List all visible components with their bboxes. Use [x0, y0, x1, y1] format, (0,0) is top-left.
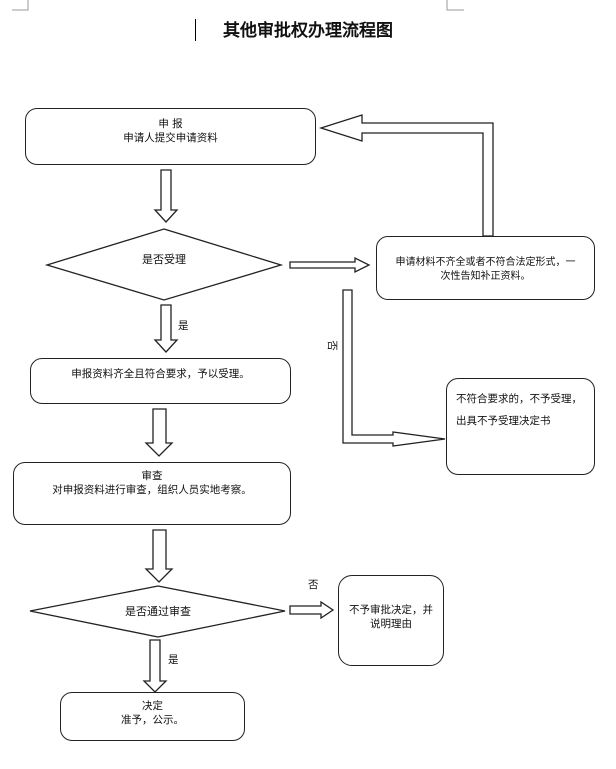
node-apply-text: 申请人提交申请资料 [123, 132, 218, 144]
node-rejected-accept-line-2: 出具不予受理决定书 [456, 415, 551, 427]
node-deny-line-1: 不予审批决定，并 [349, 604, 433, 616]
node-decision: 决定 准予，公示。 [60, 692, 245, 741]
arrow-apply-to-accept [153, 169, 179, 223]
edge-label-accept-yes: 是 [178, 320, 189, 332]
accept-decision-diamond [44, 228, 284, 301]
corner-mark-right [446, 0, 464, 11]
accept-decision-label: 是否受理 [142, 253, 186, 266]
node-rejected-accept: 不符合要求的，不予受理， 出具不予受理决定书 [446, 378, 595, 475]
node-review: 审查 对申报资料进行审查，组织人员实地考察。 [13, 462, 291, 525]
node-rejected-accept-line-1: 不符合要求的，不予受理， [456, 393, 582, 405]
page-corner-marks [12, 0, 464, 11]
arrow-review-yes [142, 639, 168, 693]
node-supplement-line-2: 次性告知补正资料。 [440, 271, 531, 282]
node-review-text: 对申报资料进行审查，组织人员实地考察。 [52, 484, 252, 496]
node-deny: 不予审批决定，并 说明理由 [338, 575, 444, 666]
corner-mark-left [12, 0, 29, 11]
node-deny-line-2: 说明理由 [370, 618, 412, 630]
node-accepted-text: 申报资料齐全且符合要求，予以受理。 [71, 368, 250, 380]
review-decision-diamond [29, 585, 286, 638]
arrow-accept-yes [153, 304, 179, 353]
node-accepted: 申报资料齐全且符合要求，予以受理。 [30, 358, 291, 404]
node-decision-heading: 决定 [142, 700, 163, 712]
node-apply: 申 报 申请人提交申请资料 [25, 108, 316, 165]
page-title: 其他审批权办理流程图 [223, 21, 393, 41]
review-decision-label: 是否通过审查 [125, 605, 191, 618]
node-supplement: 申请材料不齐全或者不符合法定形式，一 次性告知补正资料。 [376, 236, 595, 300]
edge-label-review-yes: 是 [168, 654, 179, 666]
arrow-review-no [289, 600, 335, 620]
node-apply-heading: 申 报 [158, 118, 183, 130]
arrow-review-to-decision [144, 529, 174, 583]
arrow-supplement-to-apply [318, 114, 494, 237]
arrow-accepted-to-review [144, 408, 174, 457]
node-supplement-line-1: 申请材料不齐全或者不符合法定形式，一 [395, 257, 576, 268]
arrow-accept-no [342, 289, 446, 447]
node-review-heading: 审查 [141, 470, 163, 482]
node-decision-text: 准予，公示。 [121, 714, 184, 726]
text-cursor [195, 19, 196, 41]
edge-label-review-no: 否 [308, 579, 319, 591]
arrow-accept-to-supplement [289, 256, 371, 274]
edge-label-accept-no: 否 [325, 340, 338, 351]
